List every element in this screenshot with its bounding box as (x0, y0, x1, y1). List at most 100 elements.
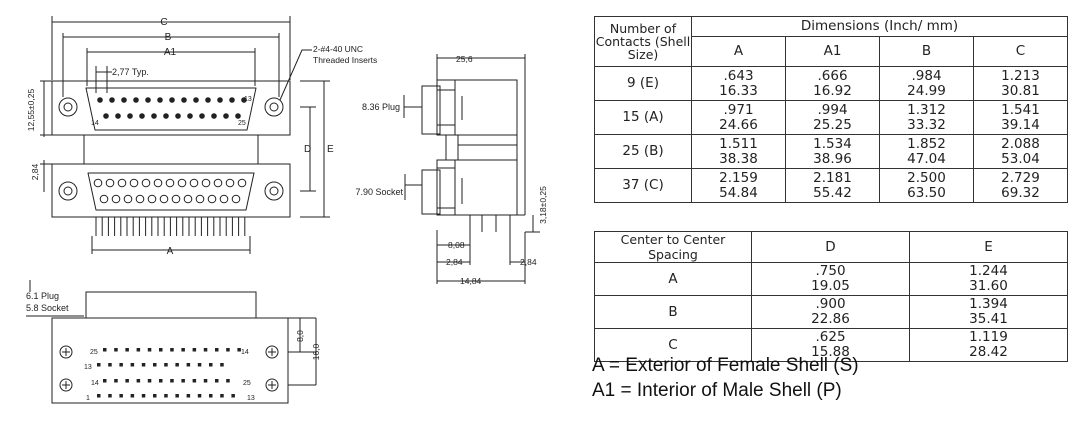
male-pin (205, 97, 211, 103)
bottom-view (26, 280, 317, 404)
female-socket (153, 178, 163, 188)
female-socket (129, 178, 139, 188)
bottom-pin (226, 379, 230, 383)
bottom-pin-13-label: 13 (84, 364, 92, 371)
bottom-pin-array (97, 348, 241, 398)
bottom-pin (108, 363, 112, 367)
bottom-pin (114, 348, 118, 352)
female-socket-array (93, 178, 247, 204)
side-width-label: 25,6 (456, 54, 473, 64)
female-socket (141, 178, 151, 188)
inch-value: .900 (815, 296, 846, 312)
pin-25-label: 25 (238, 120, 246, 127)
bottom-pin (153, 363, 157, 367)
pin-length-label: 3,18±0,25 (538, 186, 548, 224)
inch-value: 1.213 (1001, 67, 1040, 84)
threads-label-line2: Threaded Inserts (313, 55, 377, 65)
inch-value: 1.511 (719, 135, 758, 152)
spacing-label-cell: C (594, 328, 752, 362)
bottom-pin (97, 363, 101, 367)
bottom-pin-14b-label: 14 (91, 380, 99, 387)
male-pin (223, 113, 229, 119)
female-socket (99, 194, 109, 204)
plug-61-label: 6.1 Plug (26, 291, 59, 301)
bottom-pin (181, 379, 185, 383)
col-c: C (973, 36, 1068, 67)
col-e: E (909, 231, 1068, 263)
bottom-pin (125, 348, 129, 352)
bottom-pin (215, 348, 219, 352)
male-pin (199, 113, 205, 119)
inch-value: .971 (723, 101, 754, 118)
bottom-pin (186, 363, 191, 367)
dim-284-left-label: 2,84 (30, 163, 40, 180)
female-socket (219, 194, 229, 204)
dim-a1-label: A1 (164, 47, 177, 58)
female-socket (165, 178, 175, 188)
bottom-pin (170, 379, 174, 383)
male-pin (151, 113, 157, 119)
dim-284-b-label: 2,84 (520, 257, 537, 267)
bottom-pin (159, 348, 163, 352)
dim-284-a-label: 2,84 (446, 257, 463, 267)
bottom-pin (147, 348, 152, 352)
female-socket (111, 194, 121, 204)
bottom-pin (136, 348, 141, 352)
bottom-pin (130, 394, 135, 398)
bottom-pin (209, 394, 213, 398)
mm-value: 69.32 (1001, 184, 1040, 201)
male-pin (163, 113, 169, 119)
inch-value: 1.394 (969, 296, 1008, 312)
bottom-pin-25-label: 25 (90, 349, 98, 356)
mm-value: 15.88 (811, 344, 850, 360)
height-dim-label: 12,55±0,25 (26, 88, 36, 131)
col-a1: A1 (785, 36, 880, 67)
header-dimensions: Dimensions (Inch/ mm) (691, 16, 1068, 37)
bottom-pin (103, 348, 107, 352)
inch-value: 1.541 (1001, 101, 1040, 118)
male-pin-array (97, 97, 247, 119)
legend-line-a1: A1 = Interior of Male Shell (P) (592, 380, 842, 401)
female-socket (201, 178, 211, 188)
female-socket (207, 194, 217, 204)
female-socket (213, 178, 223, 188)
bottom-pin (147, 379, 152, 383)
mm-value: 22.86 (811, 311, 850, 327)
pin-13-label: 13 (244, 96, 252, 103)
mm-value: 24.66 (719, 116, 758, 133)
col-b: B (879, 36, 974, 67)
female-socket (195, 194, 205, 204)
female-socket (237, 178, 247, 188)
bottom-pin (119, 394, 123, 398)
bottom-pin (192, 348, 197, 352)
dim-160-label: 16,0 (311, 343, 321, 360)
mm-value: 30.81 (1001, 82, 1040, 99)
col-a: A (691, 36, 786, 67)
bottom-pin (170, 348, 174, 352)
male-pin (121, 97, 127, 103)
threads-label-line1: 2-#4-40 UNC (313, 44, 363, 54)
inch-value: 2.500 (907, 169, 946, 186)
inch-value: .666 (817, 67, 848, 84)
inch-value: .994 (817, 101, 848, 118)
female-socket (189, 178, 199, 188)
mm-value: 55.42 (813, 184, 852, 201)
mm-value: 25.25 (813, 116, 852, 133)
pitch-label: 2,77 Typ. (112, 67, 149, 77)
male-pin (217, 97, 223, 103)
bottom-pin (130, 363, 135, 367)
female-socket (93, 178, 103, 188)
shell-size-cell: 37 (C) (594, 168, 692, 203)
mm-value: 16.33 (719, 82, 758, 99)
